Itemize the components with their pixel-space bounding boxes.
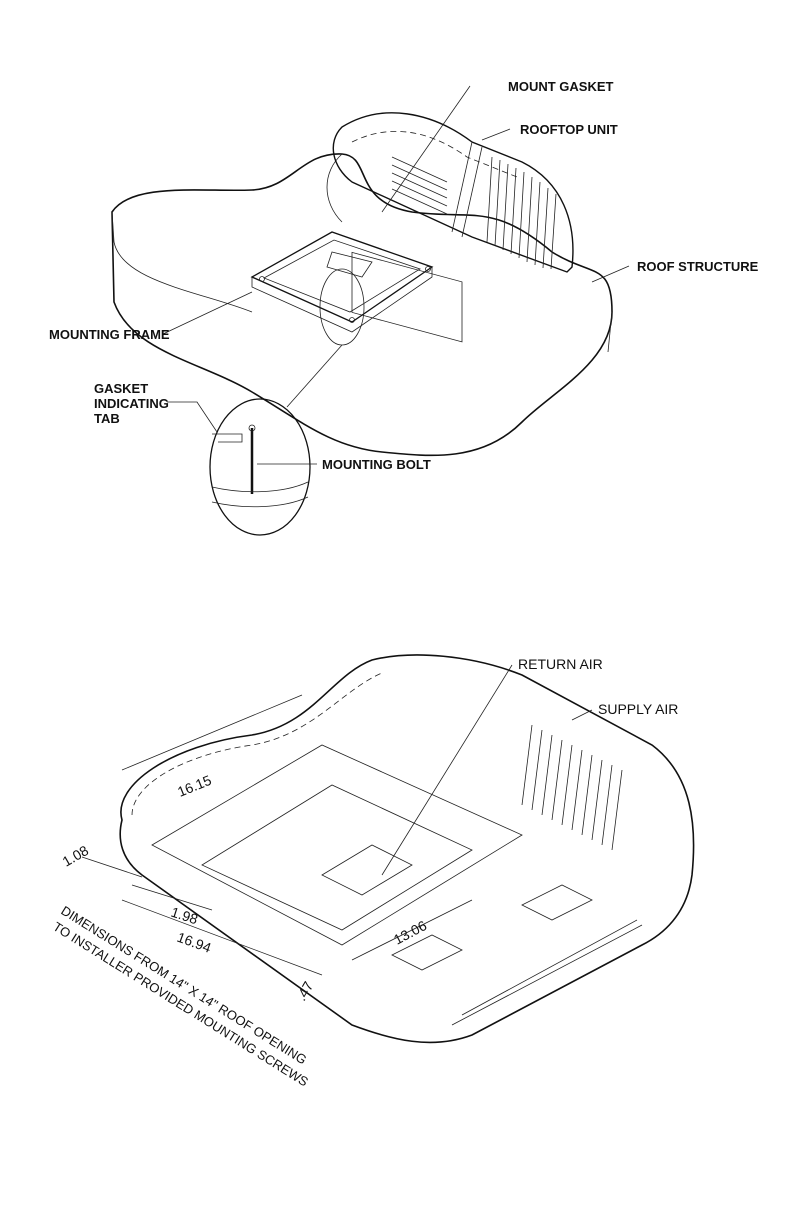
- mount-gasket-leader: [382, 86, 470, 212]
- dimension-drawing: RETURN AIR SUPPLY AIR 16.15 1.08 1.98 16…: [52, 645, 692, 1080]
- return-air-label: RETURN AIR: [518, 656, 603, 672]
- dim-1-08: 1.08: [60, 842, 92, 870]
- roof-structure-leader: [592, 266, 629, 282]
- dim-47: .47: [293, 978, 317, 1003]
- dim-16-15: 16.15: [175, 772, 214, 800]
- dim-1-98: 1.98: [169, 904, 200, 928]
- gasket-label-line3: TAB: [94, 411, 120, 426]
- dimension-diagram: RETURN AIR SUPPLY AIR 16.15 1.08 1.98 16…: [52, 645, 692, 1080]
- dim-line-1-98: [132, 885, 212, 910]
- rooftop-unit-label: ROOFTOP UNIT: [520, 122, 618, 137]
- installation-drawing: MOUNT GASKET ROOFTOP UNIT ROOF STRUCTURE…: [52, 62, 758, 562]
- installation-diagram: MOUNT GASKET ROOFTOP UNIT ROOF STRUCTURE…: [52, 62, 758, 562]
- bolt-detail-callout: [210, 399, 310, 535]
- gasket-tab-leader: [167, 402, 217, 432]
- mounting-frame-shape: [252, 232, 432, 332]
- rooftop-unit-leader: [482, 129, 510, 140]
- dim-line-16-15: [122, 695, 302, 770]
- gasket-label-line2: INDICATING: [94, 396, 169, 411]
- dim-16-94: 16.94: [175, 929, 214, 956]
- mounting-frame-label: MOUNTING FRAME: [49, 327, 170, 342]
- return-air-leader: [382, 665, 512, 875]
- supply-grille: [522, 725, 622, 850]
- bolt-connector-line: [287, 345, 342, 407]
- rooftop-unit-shape: [333, 113, 573, 342]
- mounting-bolt-label: MOUNTING BOLT: [322, 457, 431, 472]
- gasket-label-line1: GASKET: [94, 381, 148, 396]
- mount-gasket-label: MOUNT GASKET: [508, 79, 614, 94]
- dim-13-06: 13.06: [391, 917, 430, 948]
- roof-structure-label: ROOF STRUCTURE: [637, 259, 759, 274]
- supply-air-leader: [572, 710, 592, 720]
- mounting-frame-leader: [163, 292, 252, 334]
- dimension-note-line1: DIMENSIONS FROM 14" X 14" ROOF OPENING: [58, 903, 309, 1068]
- supply-air-label: SUPPLY AIR: [598, 701, 678, 717]
